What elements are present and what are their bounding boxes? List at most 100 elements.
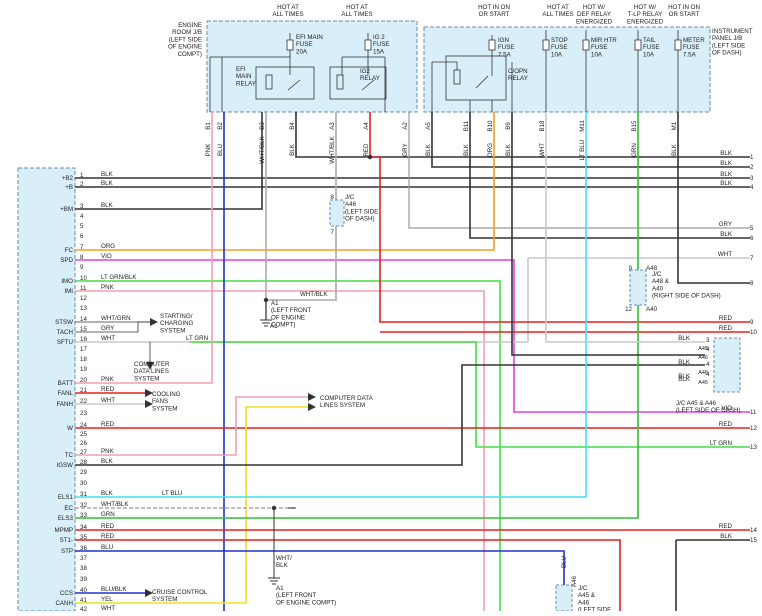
jc-a46-pin: 8: [331, 194, 335, 201]
hot-label-hot-mir-line: ENERGIZED: [576, 18, 613, 25]
right-pin-number: 9: [750, 319, 754, 326]
ecm-pin-name: TC: [65, 452, 74, 459]
ecm-pin-number: 14: [80, 316, 87, 323]
wire-wht-right: [545, 112, 705, 343]
ecm-pin-number: 40: [80, 587, 87, 594]
system-arrows: [145, 318, 316, 597]
fuse-label-stop-line: FUSE: [551, 44, 568, 51]
ecm-pin-wire: BLK: [101, 490, 114, 497]
ecm-pin-wire: VIO: [101, 253, 112, 260]
right-pin-number: 15: [750, 537, 757, 544]
hot-label-hot-ig2-line: HOT AT: [346, 4, 368, 11]
top-connector-label: BLK: [671, 143, 678, 156]
jc-a45-wire: BLK: [678, 373, 691, 380]
ecm-pin-name: SPD: [60, 257, 73, 264]
jc-a45-bottom-label-line: (LEFT SIDE: [578, 607, 611, 611]
ecm-pin-name: +B2: [62, 175, 74, 182]
top-connector-label: GRY: [402, 143, 409, 156]
jc-a45-wire: BLK: [678, 335, 691, 342]
ecm-pin-wire: WHT: [101, 605, 115, 611]
top-connector-label: B15: [631, 120, 638, 132]
ecm-pin-wire: WHT/GRN: [101, 315, 131, 322]
top-connector-label: B3: [259, 122, 266, 130]
system-cooling-fans-line: FANS: [152, 398, 168, 405]
fuse-label-ig2-line: FUSE: [373, 41, 390, 48]
jc-a45-pin: A46: [698, 370, 708, 376]
ecm-pin-wire: GRN: [101, 511, 115, 518]
ecm-pin-number: 15: [80, 326, 87, 333]
fuse-label-efi-line: EFI MAIN: [296, 34, 323, 41]
top-connector-label: A4: [363, 122, 370, 130]
wire-blk-2: [431, 112, 750, 168]
ecm-pin-wire: WHT: [101, 397, 115, 404]
wire-blk-8: [677, 112, 750, 284]
ecm-pin-name: BATT: [58, 380, 74, 387]
ecm-pin-number: 24: [80, 422, 87, 429]
ecm-pin-wire: PNK: [101, 284, 115, 291]
wire-ltgrn-16: [190, 341, 750, 448]
ecm-extra-pin: 26: [80, 440, 87, 447]
jc-a48-pin: 12: [625, 306, 632, 313]
fuse-label-stop-line: STOP: [551, 37, 568, 44]
ecm-pin-number: 8: [80, 254, 84, 261]
wire-pnk-27: [75, 396, 310, 456]
right-wire-label: RED: [719, 421, 733, 428]
fuse-label-meter-line: 7.5A: [683, 51, 697, 58]
ground-a1-upper-label-line: COMPT): [271, 322, 295, 329]
top-connector-label: B18: [539, 120, 546, 132]
ecm-pin-wire: BLK: [101, 180, 114, 187]
wire-yel-41: [75, 406, 310, 604]
ecm-pin-number: 10: [80, 275, 87, 282]
ecm-box: [17, 167, 76, 612]
jc-a45-wire: BLK: [678, 359, 691, 366]
jc-a45-label-line: (LEFT SIDE OF DASH): [676, 407, 741, 414]
jc-a45-bottom-box: [555, 584, 573, 612]
fuse-label-tail-line: FUSE: [643, 44, 660, 51]
fuse-label-mir-line: FUSE: [591, 44, 608, 51]
system-data-lines-left-line: SYSTEM: [134, 375, 159, 382]
ecm-extra-pin: 30: [80, 480, 87, 487]
ecm-extra-pin: 37: [80, 555, 87, 562]
fuse-label-ig2-line: IG 2: [373, 34, 385, 41]
wire-blk-6: [469, 112, 750, 239]
ecm-pin-number: 21: [80, 387, 87, 394]
system-cooling-fans-line: COOLING: [152, 391, 181, 398]
top-connector-label: BLU: [217, 144, 224, 156]
ground-a1-lower-label-line: OF ENGINE COMPT): [276, 599, 336, 606]
wire-pnk-20: [75, 112, 213, 384]
ecm-pin-name: MPMP: [54, 527, 73, 534]
ground-a1-upper-label-line: OF ENGINE: [271, 314, 305, 321]
right-wire-label: VIO: [721, 405, 732, 412]
ground-symbols: [260, 300, 296, 585]
ecm-pin-name: +B: [65, 184, 73, 191]
ecm-pin-name: ELS1: [58, 494, 74, 501]
fuse-glyphs: [286, 39, 682, 51]
wire-blk-pin3: [75, 112, 263, 210]
ecm-extra-pin: 39: [80, 576, 87, 583]
jc-a48-label-line: A40: [652, 285, 664, 292]
inline-blu-label: BLU: [561, 556, 568, 568]
wire-vio-8: [75, 259, 750, 413]
jc-a45-label-line: J/C A45 & A46: [676, 400, 716, 407]
right-wire-label: RED: [719, 523, 733, 530]
ecm-pin-number: 27: [80, 449, 87, 456]
ecm-pin-number: 33: [80, 512, 87, 519]
top-connector-label: A5: [425, 122, 432, 130]
ecm-pin-wire: WHT/BLK: [101, 501, 129, 508]
right-pin-number: 7: [750, 255, 754, 262]
ecm-pin-name: FANH: [56, 401, 73, 408]
ground-a1-lower-wire-line: WHT/: [276, 555, 292, 562]
fuse-label-tail-line: 10A: [643, 51, 655, 58]
system-data-lines-left-line: COMPUTER: [134, 361, 170, 368]
right-pin-number: 11: [750, 409, 757, 416]
top-connector-label: PNK: [205, 143, 212, 157]
system-starting-charging-line: CHARGING: [160, 320, 194, 327]
system-data-lines-mid-line: LINES SYSTEM: [320, 402, 365, 409]
system-cruise-control-line: SYSTEM: [152, 596, 177, 603]
wire-blk-1: [295, 112, 750, 158]
engine-room-jb-title-line: OF ENGINE: [168, 44, 202, 51]
top-connector-label: WHT/BLK: [329, 135, 336, 163]
right-wire-label: RED: [719, 325, 733, 332]
system-cruise-control-line: CRUISE CONTROL: [152, 589, 208, 596]
